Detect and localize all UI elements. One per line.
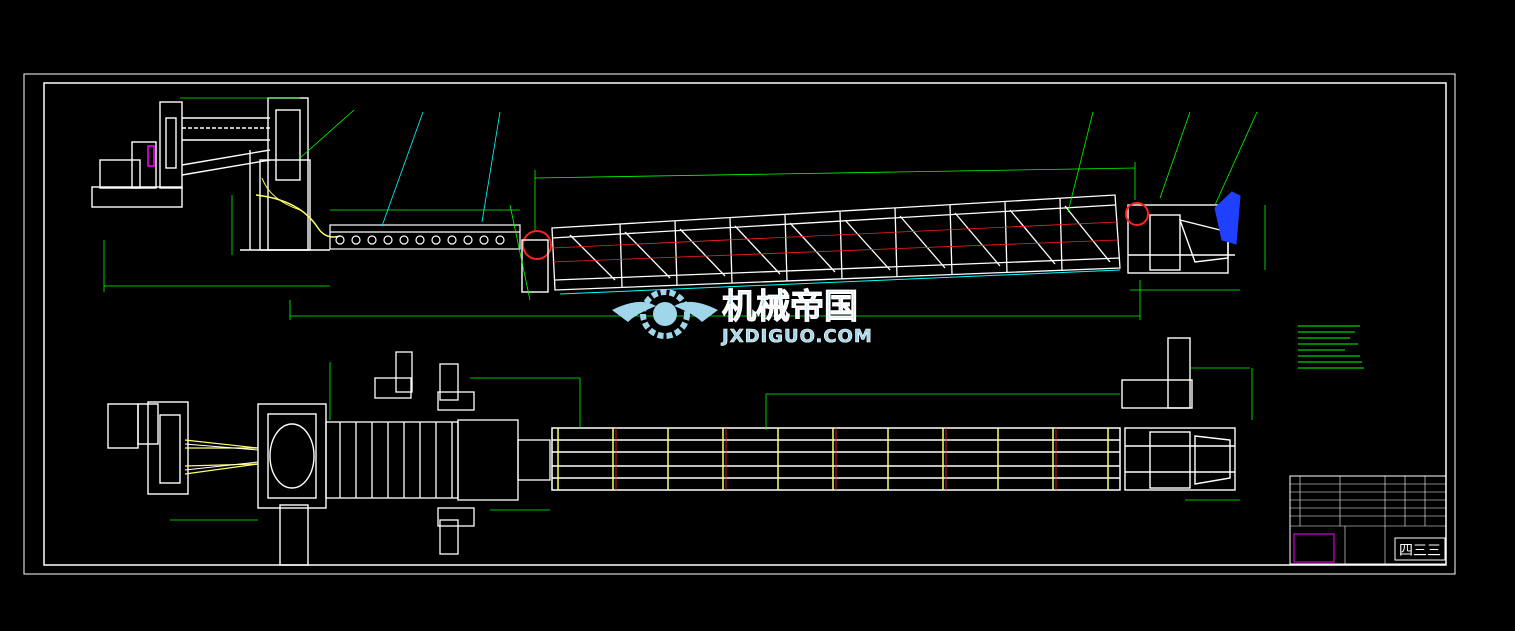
watermark-title: 机械帝国 [722, 287, 858, 327]
truss-centerlines [551, 221, 1119, 263]
title-block-stamp-text: 四三三 [1399, 543, 1441, 559]
watermark-url: JXDIGUO.COM [720, 326, 873, 347]
elevation-leaders [299, 109, 1258, 213]
plan-view [107, 337, 1253, 566]
title-block-magenta [1293, 533, 1335, 563]
gear-wings-logo-icon [612, 289, 718, 339]
tail-pulley [1125, 202, 1149, 226]
elevation-view [91, 97, 1266, 320]
outer-frame [23, 73, 1456, 575]
watermark: 机械帝国 JXDIGUO.COM [612, 287, 873, 347]
title-block: 四三三 [1289, 475, 1447, 565]
plan-dimensions [170, 362, 1253, 521]
drawing-frame [23, 73, 1456, 575]
plan-belt-supports [557, 428, 1109, 490]
technical-notes [1298, 325, 1364, 369]
belt-line [559, 269, 1121, 295]
discharge-chute-blue [1214, 191, 1241, 245]
hydraulic-hose-2 [261, 177, 301, 211]
plan-tail-unit [1121, 337, 1236, 491]
inner-frame [43, 82, 1447, 566]
plan-roller-section [325, 351, 551, 555]
elevation-dimensions [103, 97, 1266, 320]
title-block-stamp [1394, 537, 1446, 561]
roller-conveyor [329, 224, 521, 250]
motor-magenta [147, 145, 155, 167]
plan-hose-white [184, 443, 259, 471]
elevation-leaders-cyan [381, 111, 501, 227]
head-pulley-left [521, 230, 552, 293]
inclined-truss [551, 194, 1121, 291]
feeder-machine [91, 97, 330, 251]
plan-hoses [184, 439, 259, 475]
plan-feeder [107, 401, 327, 566]
plan-belt-centerlines [615, 428, 1057, 490]
